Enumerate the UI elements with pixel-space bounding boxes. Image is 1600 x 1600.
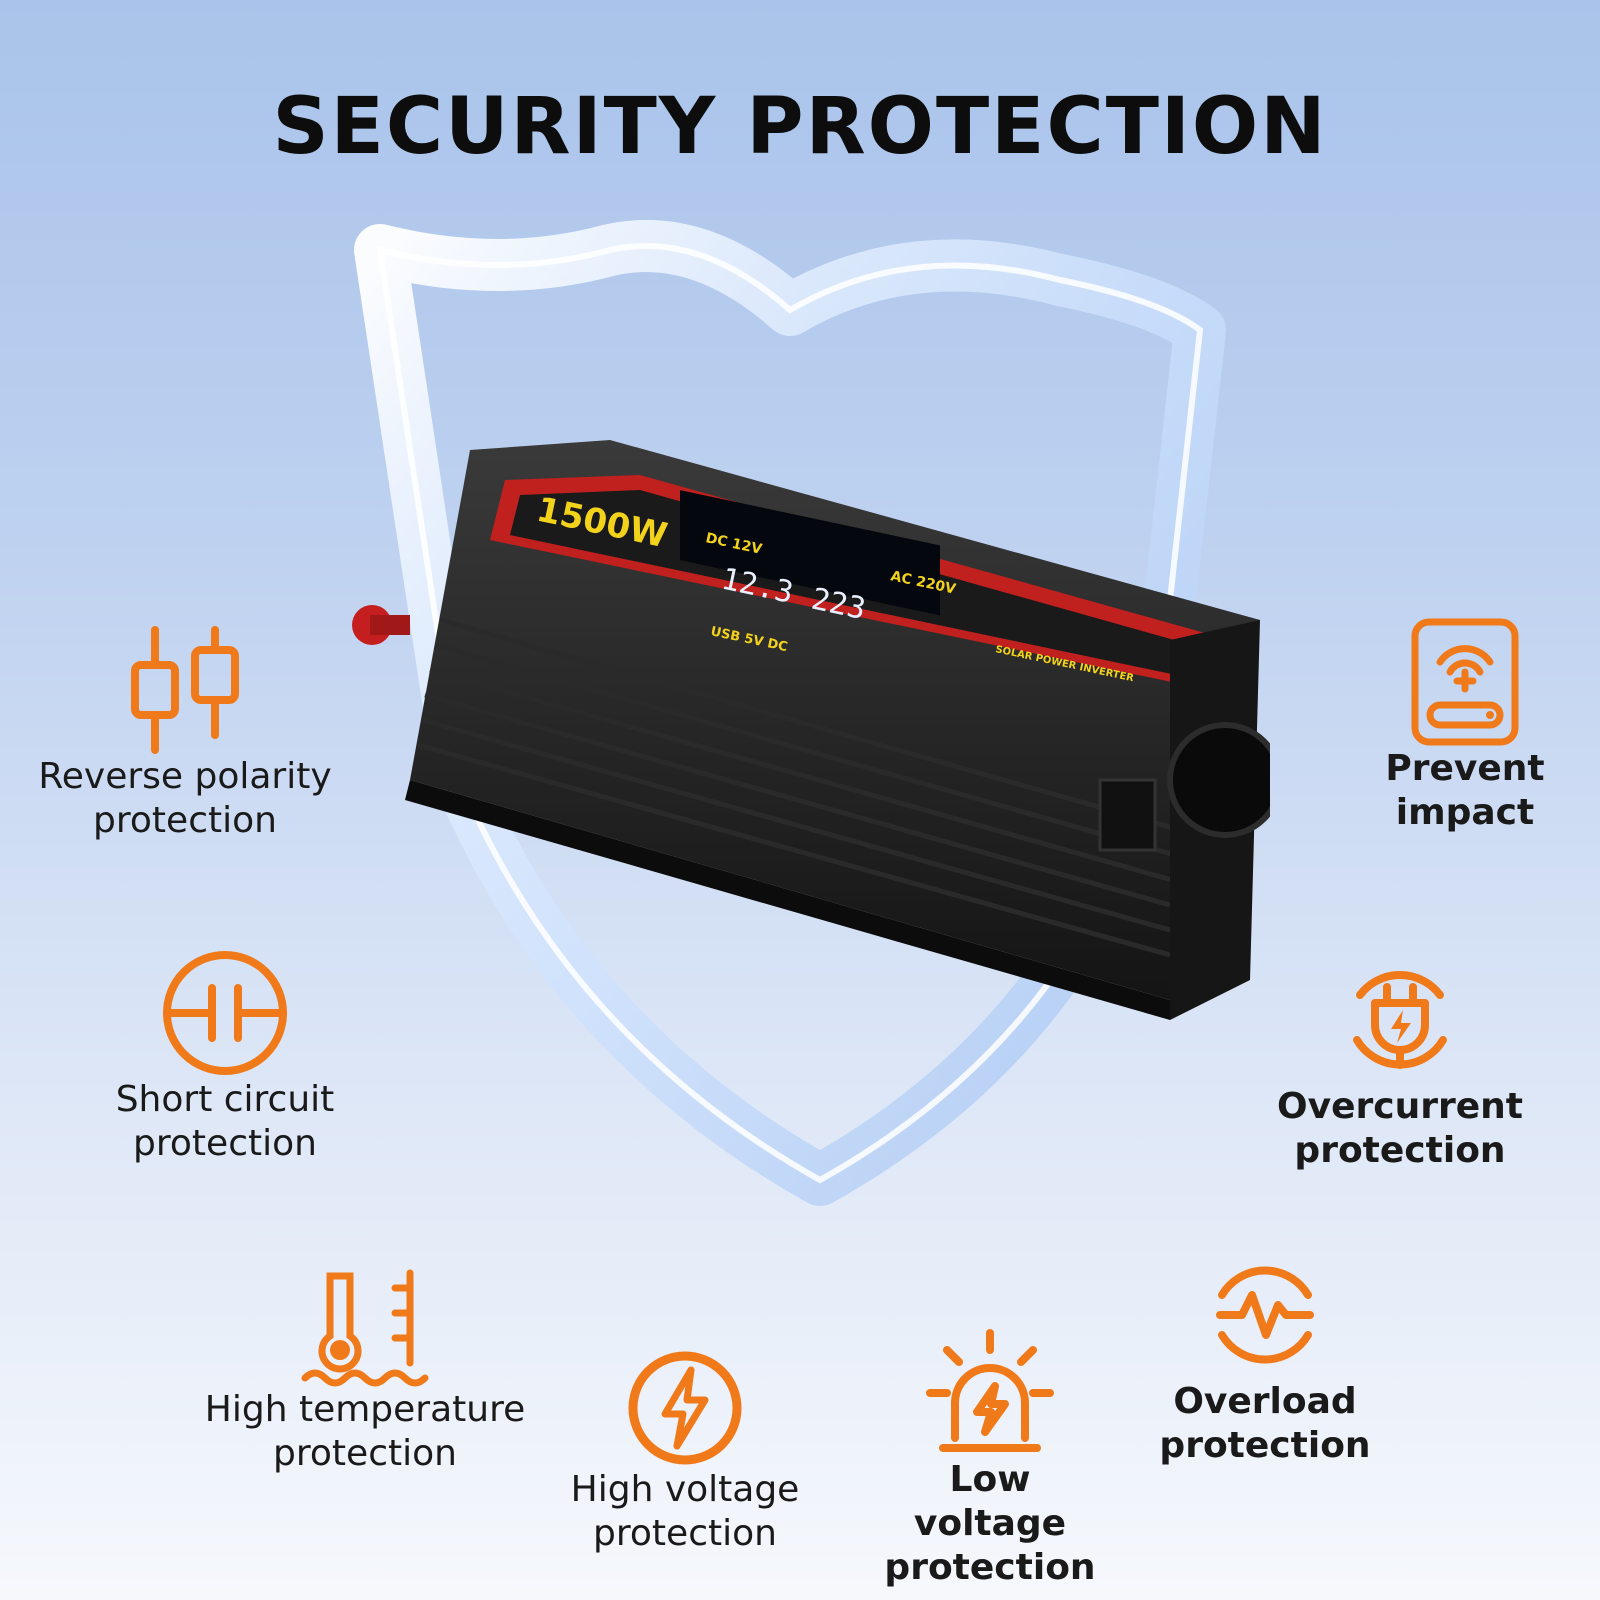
feature-reverse-polarity: Reverse polarity protection [20,625,350,843]
feature-label: High temperature protection [204,1389,526,1474]
reverse-polarity-icon [131,626,239,754]
alarm-light-icon [926,1329,1054,1452]
pulse-cycle-icon [1216,1266,1314,1364]
inverter-body [352,440,1270,1020]
feature-label: Overload protection [1159,1381,1371,1466]
thermometer-icon [301,1269,429,1387]
feature-label: Reverse polarity protection [38,756,332,841]
feature-label: Prevent impact [1385,748,1545,833]
plug-cycle-icon [1353,971,1447,1069]
feature-label: Short circuit protection [115,1079,335,1164]
page-title: SECURITY PROTECTION [272,82,1328,172]
feature-short-circuit: Short circuit protection [90,948,360,1166]
feature-low-voltage: Low voltage protection [870,1328,1110,1590]
inverter-product-image: 1500W DC 12V AC 220V 12.3 223 USB 5V DC … [352,220,1270,1206]
feature-overload: Overload protection [1155,1250,1375,1468]
feature-prevent-impact: Prevent impact [1375,617,1555,835]
feature-overcurrent: Overcurrent protection [1275,955,1525,1173]
feature-label: High voltage protection [570,1469,800,1554]
shock-sensor-icon [1411,618,1519,746]
glass-shield-icon [354,220,1226,1206]
feature-label: Low voltage protection [884,1459,1096,1588]
feature-label: Overcurrent protection [1277,1086,1523,1171]
feature-high-temperature: High temperature protection [195,1268,535,1476]
lightning-circle-icon [628,1351,742,1465]
feature-high-voltage: High voltage protection [555,1348,815,1556]
short-circuit-icon [163,951,287,1075]
